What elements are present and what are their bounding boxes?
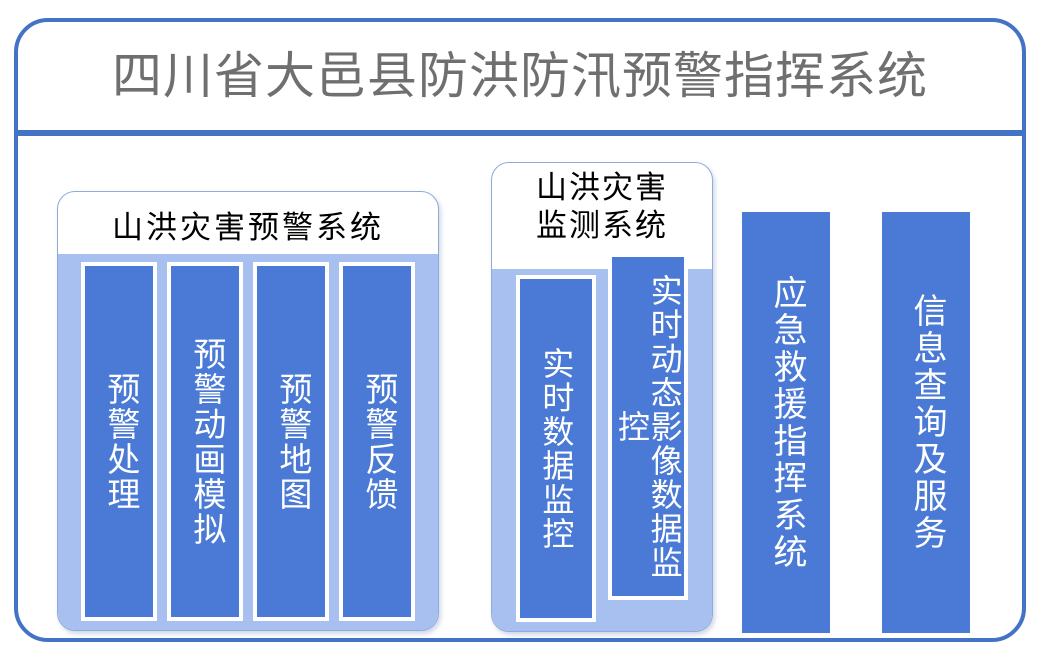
panels-region: 山洪灾害预警系统 预警处理 预警动画模拟 预警地图 预警反馈 山洪灾害 监测系统 bbox=[18, 136, 1022, 638]
panel-warning-system-body: 预警处理 预警动画模拟 预警地图 预警反馈 bbox=[58, 254, 438, 630]
panel-monitoring-system-header: 山洪灾害 监测系统 bbox=[536, 170, 668, 243]
card-warning-feedback[interactable]: 预警反馈 bbox=[339, 262, 415, 621]
card-warning-processing-label: 预警处理 bbox=[101, 371, 138, 512]
title-divider bbox=[14, 130, 1026, 136]
column-information-query-and-service-label: 信息查询及服务 bbox=[908, 293, 945, 552]
card-warning-map-label: 预警地图 bbox=[273, 371, 310, 512]
card-warning-feedback-label: 预警反馈 bbox=[359, 371, 396, 512]
panel-monitoring-system[interactable]: 山洪灾害 监测系统 实时数据监控 实时动态影像数据监控 bbox=[491, 162, 713, 632]
card-realtime-data-monitoring-label: 实时数据监控 bbox=[538, 346, 575, 551]
panel-warning-system-header: 山洪灾害预警系统 bbox=[112, 210, 384, 245]
panel-warning-system[interactable]: 山洪灾害预警系统 预警处理 预警动画模拟 预警地图 预警反馈 bbox=[57, 191, 439, 631]
column-information-query-and-service[interactable]: 信息查询及服务 bbox=[882, 212, 970, 633]
card-warning-animation-simulation-label: 预警动画模拟 bbox=[187, 336, 224, 547]
card-realtime-dynamic-image-data-monitoring[interactable]: 实时动态影像数据监控 bbox=[608, 253, 688, 600]
card-realtime-dynamic-image-data-monitoring-label: 实时动态影像数据监控 bbox=[614, 273, 683, 580]
column-emergency-rescue-command-system-label: 应急救援指挥系统 bbox=[768, 274, 805, 571]
page-title: 四川省大邑县防洪防汛预警指挥系统 bbox=[112, 47, 928, 104]
card-warning-map[interactable]: 预警地图 bbox=[253, 262, 329, 621]
application-frame: 四川省大邑县防洪防汛预警指挥系统 山洪灾害预警系统 预警处理 预警动画模拟 预警… bbox=[14, 18, 1026, 642]
card-realtime-data-monitoring[interactable]: 实时数据监控 bbox=[516, 275, 596, 622]
card-warning-processing[interactable]: 预警处理 bbox=[81, 262, 157, 621]
title-bar: 四川省大邑县防洪防汛预警指挥系统 bbox=[18, 22, 1022, 130]
panel-monitoring-system-body: 实时数据监控 实时动态影像数据监控 bbox=[492, 253, 712, 631]
card-warning-animation-simulation[interactable]: 预警动画模拟 bbox=[167, 262, 243, 621]
column-emergency-rescue-command-system[interactable]: 应急救援指挥系统 bbox=[742, 212, 830, 633]
